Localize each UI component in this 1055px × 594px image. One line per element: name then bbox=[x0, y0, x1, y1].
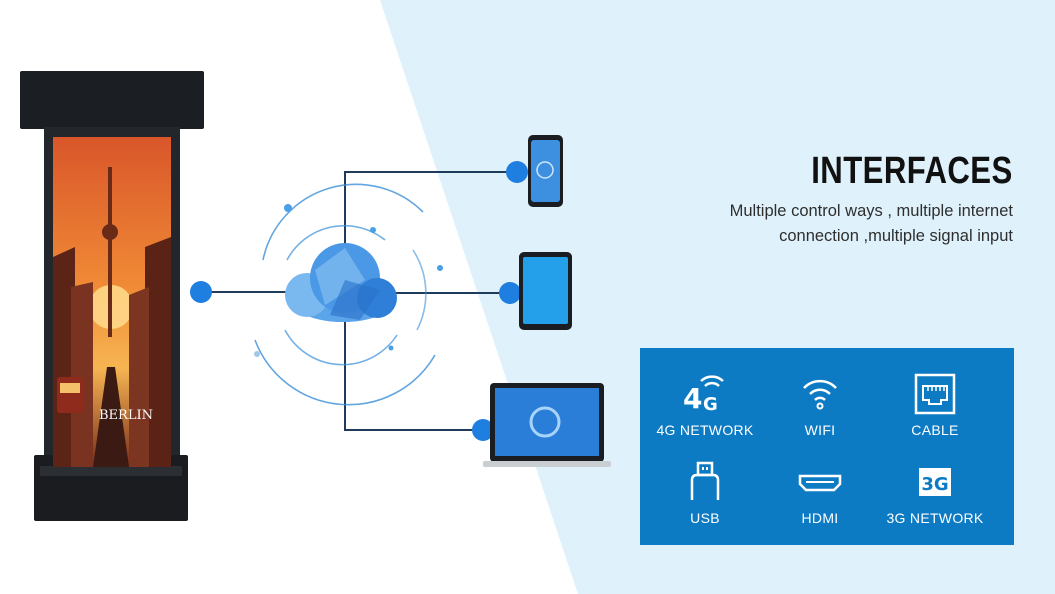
connection-nodes bbox=[190, 161, 528, 441]
svg-text:G: G bbox=[703, 394, 718, 415]
kiosk-screen: BERLIN bbox=[53, 137, 171, 467]
cloud-icon bbox=[285, 243, 397, 322]
hdmi-icon bbox=[798, 474, 842, 492]
page-subtitle: Multiple control ways , multiple interne… bbox=[729, 202, 1013, 245]
ethernet-port-icon bbox=[914, 373, 956, 415]
svg-text:4: 4 bbox=[683, 382, 702, 415]
kiosk-screen-text: BERLIN bbox=[99, 408, 153, 423]
interface-3g: 3G 3G NETWORK bbox=[875, 460, 995, 540]
interface-label: 4G NETWORK bbox=[656, 422, 754, 438]
network-diagram bbox=[190, 135, 611, 467]
interface-label: USB bbox=[690, 510, 720, 526]
4g-signal-icon: 4 G bbox=[683, 375, 724, 415]
interface-wifi: WIFI bbox=[760, 372, 880, 452]
interface-label: 3G NETWORK bbox=[886, 510, 984, 526]
page-title: INTERFACES bbox=[811, 150, 1013, 192]
tablet-icon bbox=[519, 252, 572, 330]
laptop-icon bbox=[483, 383, 611, 467]
interface-hdmi: HDMI bbox=[760, 460, 880, 540]
interface-cable: CABLE bbox=[875, 372, 995, 452]
usb-icon bbox=[690, 461, 720, 500]
interface-label: WIFI bbox=[804, 422, 836, 438]
kiosk-display: BERLIN bbox=[20, 71, 204, 521]
kiosk-top-cap bbox=[20, 71, 204, 129]
interface-label: HDMI bbox=[801, 510, 839, 526]
svg-text:3G: 3G bbox=[921, 474, 948, 495]
3g-icon: 3G bbox=[919, 468, 951, 496]
wifi-icon bbox=[803, 379, 837, 410]
interface-usb: USB bbox=[645, 460, 765, 540]
interface-label: CABLE bbox=[911, 422, 959, 438]
interface-4g: 4 G 4G NETWORK bbox=[645, 372, 765, 452]
city-sunset-artwork: BERLIN bbox=[53, 137, 171, 467]
smartphone-icon bbox=[528, 135, 563, 207]
interfaces-panel: 4 G 4G NETWORK WIFI CABLE USB bbox=[640, 348, 1014, 545]
